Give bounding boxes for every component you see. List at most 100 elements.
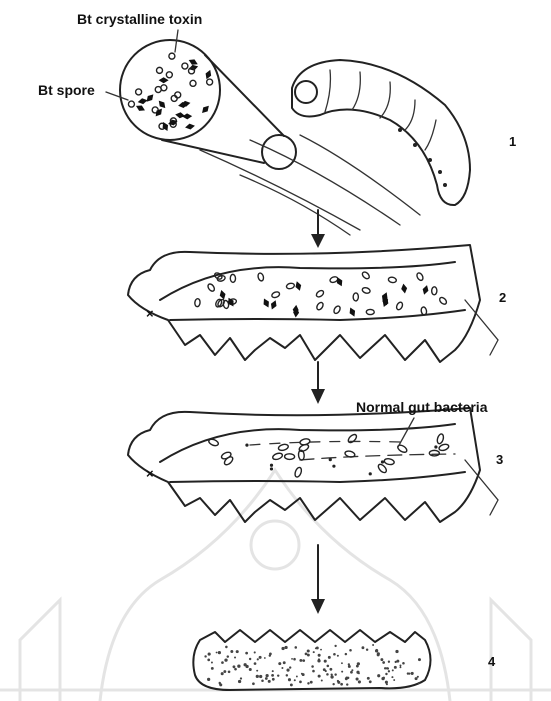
stipple-dot (307, 682, 309, 684)
stipple-dot (307, 649, 310, 652)
stipple-dot (318, 654, 321, 657)
stipple-dot (254, 662, 257, 665)
stipple-dot (249, 658, 251, 660)
stipple-dot (208, 652, 211, 655)
spore (366, 309, 374, 314)
spore (161, 85, 167, 91)
stipple-dot (234, 668, 237, 671)
dot (381, 460, 384, 463)
stipple-dot (218, 651, 221, 654)
stipple-dot (286, 674, 288, 676)
stipple-dot (388, 670, 390, 672)
stipple-dot (329, 668, 332, 671)
toxin-crystal (160, 121, 170, 133)
stipple-dot (356, 677, 359, 680)
spore (136, 89, 142, 95)
stipple-dot (385, 681, 388, 684)
stipple-dot (393, 679, 395, 681)
stipple-dot (402, 662, 405, 665)
stipple-dot (278, 662, 281, 665)
stipple-dot (299, 681, 302, 684)
spore (157, 67, 163, 73)
stipple-dot (264, 657, 266, 659)
stipple-dot (284, 646, 287, 649)
stipple-dot (221, 661, 224, 664)
svg-text:×: × (146, 306, 154, 321)
stipple-dot (348, 663, 350, 665)
stipple-dot (302, 659, 305, 662)
spore (362, 287, 371, 294)
stipple-dot (358, 680, 361, 683)
stage-4-dead-caterpillar: 4 (193, 630, 496, 690)
stipple-dot (268, 680, 271, 683)
toxin-label: Bt crystalline toxin (77, 11, 202, 27)
stipple-dot (320, 649, 322, 651)
stipple-dot (345, 653, 347, 655)
spore (271, 291, 280, 299)
stipple-dot (266, 674, 269, 677)
stipple-dot (289, 666, 291, 668)
stipple-dot (265, 677, 268, 680)
gut-bacterium (223, 455, 234, 466)
stipple-dot (256, 670, 258, 672)
spore (175, 92, 181, 98)
stage-number-1: 1 (509, 134, 516, 149)
stipple-dot (296, 676, 298, 678)
toxin-crystal (144, 92, 155, 103)
spore (207, 283, 216, 293)
spore (190, 80, 196, 86)
stipple-dot (219, 682, 221, 684)
spore-label: Bt spore (38, 82, 95, 98)
gut-bacterium (384, 458, 395, 466)
toxin-crystal (421, 284, 430, 295)
stipple-dot (372, 644, 374, 646)
spore (438, 296, 447, 305)
spore (169, 53, 175, 59)
stipple-dot (399, 666, 401, 668)
stipple-dot (377, 674, 380, 677)
stipple-dot (315, 647, 317, 649)
stipple-dot (325, 670, 327, 672)
spore (166, 72, 172, 78)
spore (361, 271, 370, 280)
stipple-dot (418, 682, 420, 684)
stipple-dot (330, 675, 333, 678)
gut-bacterium (299, 438, 310, 446)
stage-number-4: 4 (488, 654, 496, 669)
stipple-dot (327, 665, 330, 668)
stipple-dot (340, 683, 343, 686)
stipple-dot (224, 659, 227, 662)
stipple-dot (346, 683, 348, 685)
stipple-dot (366, 648, 368, 650)
caterpillar-2 (128, 245, 480, 362)
stipple-dot (272, 670, 274, 672)
stipple-dot (361, 646, 364, 649)
stipple-dot (211, 661, 213, 663)
stipple-dot (334, 645, 336, 647)
stipple-dot (345, 677, 348, 680)
stipple-dot (216, 652, 218, 654)
stipple-dot (245, 652, 248, 655)
stipple-dot (211, 667, 214, 670)
stipple-dot (356, 665, 359, 668)
stipple-dot (399, 665, 401, 667)
stipple-dot (380, 658, 383, 661)
stipple-dot (256, 675, 259, 678)
stipple-dot (257, 658, 259, 660)
stipple-dot (351, 669, 353, 671)
stipple-dot (291, 658, 293, 660)
spore (230, 274, 235, 282)
gut-bacterium (347, 433, 358, 444)
spore (171, 95, 177, 101)
gut-toxin-and-spores (194, 271, 447, 318)
spore (315, 289, 325, 298)
dot (332, 465, 335, 468)
stipple-dot (294, 679, 296, 681)
stipple-dot (395, 650, 398, 653)
dot (245, 444, 248, 447)
stipple-dot (387, 667, 389, 669)
stipple-dot (286, 669, 289, 672)
stipple-dot (259, 675, 262, 678)
spore (353, 293, 358, 301)
